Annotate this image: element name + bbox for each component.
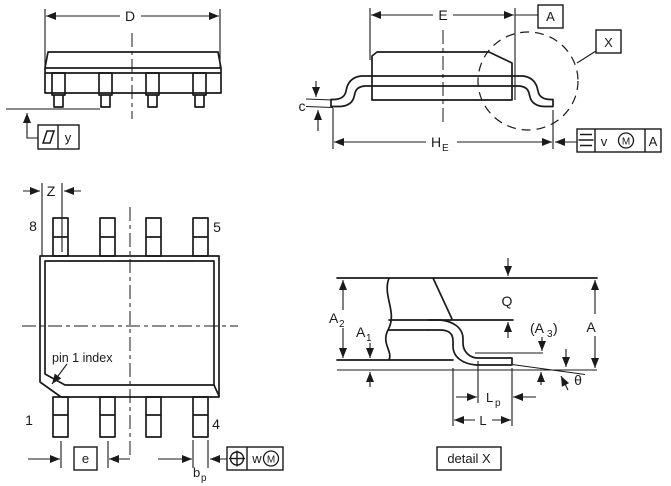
dim-label-he: H: [431, 134, 441, 150]
datum-label-y: y: [65, 130, 72, 145]
symmetry-icon: [578, 133, 594, 147]
end-view: E A X c H E v M A: [299, 4, 662, 154]
pin: [192, 396, 209, 438]
datum-leader: [26, 131, 38, 139]
datum-frame-a: [537, 4, 564, 29]
dim-label-he-sub: E: [442, 143, 449, 154]
pin: [192, 217, 209, 257]
right-lead: [511, 75, 554, 108]
detail-ref-label: X: [604, 35, 613, 50]
lead: [145, 72, 160, 108]
dim-label-l: L: [479, 413, 486, 428]
detail-ref-leader: [576, 50, 597, 64]
side-view: D y: [6, 8, 222, 150]
body-bevel: [213, 384, 220, 397]
dim-label-a3-close: ): [553, 320, 558, 336]
dim-label-lp: L: [486, 390, 493, 405]
lead-band: [371, 75, 513, 87]
tol-frame: [576, 128, 662, 153]
dim-frame-e: [73, 446, 98, 471]
flatness-icon: [41, 130, 56, 144]
tol-modifier-m: M: [267, 455, 275, 466]
pin-number-4: 4: [212, 416, 220, 432]
top-view: 8 5 1 4 Z pin 1 index e b p: [22, 183, 284, 484]
dim-label-a2-sub: 2: [339, 319, 345, 330]
dim-label-a3-sub: 3: [547, 329, 553, 340]
detail-caption-frame: [436, 446, 502, 471]
detail-x-view: A 2 A 1 Q (A 3 ) A θ L p L: [329, 258, 599, 471]
dim-label-d: D: [125, 8, 135, 24]
ext-line: [305, 98, 334, 109]
tol-value-v: v: [601, 134, 608, 149]
foot-slope-line: [511, 363, 586, 376]
dim-label-a2: A: [329, 310, 339, 326]
pin: [52, 396, 69, 438]
body-lower: [44, 67, 222, 94]
detail-ref-frame: [595, 29, 622, 54]
dim-label-c: c: [299, 98, 306, 114]
body-inner: [44, 260, 215, 386]
dim-label-lp-sub: p: [495, 398, 501, 409]
tol-datum-a: A: [649, 134, 658, 149]
dim-label-a3: (A: [530, 320, 545, 336]
datum-label-a: A: [546, 9, 555, 24]
pin1-index-note: pin 1 index: [52, 351, 113, 365]
pin: [99, 396, 116, 438]
pin: [145, 396, 162, 438]
pin-number-5: 5: [213, 219, 221, 235]
dim-label-bp-sub: p: [201, 473, 207, 484]
detail-caption: detail X: [447, 451, 491, 466]
detail-circle: [477, 31, 579, 131]
dim-label-a: A: [586, 319, 596, 335]
tol-frame: [226, 446, 284, 471]
lead-band-lines: [388, 319, 514, 331]
body-break-edge: [384, 277, 393, 361]
lead: [98, 72, 113, 108]
dim-arrow-theta: [560, 375, 570, 391]
dim-label-a1-sub: 1: [366, 333, 372, 344]
pin: [99, 217, 116, 257]
dim-label-q: Q: [502, 293, 513, 309]
mmc-icon: [262, 450, 280, 467]
pin-number-8: 8: [29, 218, 37, 234]
dim-label-theta: θ: [574, 372, 582, 388]
lead: [192, 72, 207, 108]
position-icon: [229, 450, 245, 467]
dim-label-bp: b: [193, 465, 200, 480]
body-top-face: [44, 51, 222, 69]
body-slant-edge: [432, 277, 453, 320]
pin-number-1: 1: [25, 412, 33, 428]
dim-label-z: Z: [47, 183, 56, 199]
dim-label-a1: A: [356, 324, 366, 340]
left-lead: [330, 75, 373, 108]
mmc-icon: [617, 132, 635, 149]
lead: [51, 72, 66, 108]
body-outline: [39, 255, 220, 398]
tol-modifier-m: M: [622, 137, 630, 148]
pin: [52, 217, 69, 257]
pin: [145, 217, 162, 257]
lead-outline: [427, 319, 513, 366]
dim-label-e: E: [438, 7, 447, 23]
tol-value-w: w: [251, 451, 262, 466]
pin1-index-arrow: [51, 363, 68, 385]
dim-label-e: e: [82, 451, 89, 466]
body-outline: [371, 51, 513, 101]
